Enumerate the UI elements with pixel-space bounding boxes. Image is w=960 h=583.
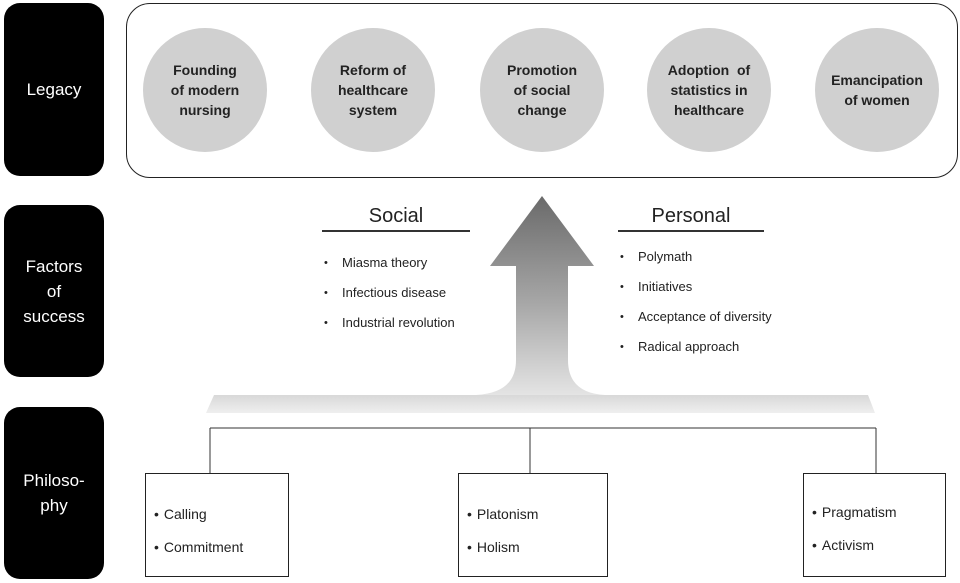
- legacy-circle-line: Founding: [173, 62, 237, 78]
- legacy-circle-line: statistics in: [670, 82, 748, 98]
- bullet: •: [467, 539, 472, 555]
- legacy-circle: Reform of healthcare system: [311, 28, 435, 152]
- personal-heading: Personal: [651, 205, 731, 227]
- list-item: Radical approach: [618, 338, 772, 368]
- philosophy-item: Platonism: [476, 506, 539, 522]
- personal-underline: [618, 230, 764, 232]
- legacy-circle-line: change: [517, 102, 567, 118]
- upward-arrow: [476, 196, 605, 395]
- legacy-circle-line: healthcare: [673, 102, 745, 118]
- legacy-circle-line: nursing: [179, 102, 231, 118]
- philosophy-box: •Pragmatism •Activism: [803, 473, 946, 577]
- list-item: •Platonism: [467, 504, 538, 537]
- philosophy-box: •Platonism •Holism: [458, 473, 608, 577]
- philosophy-item: Pragmatism: [821, 504, 897, 520]
- bullet: •: [467, 506, 472, 522]
- list-item: •Pragmatism: [812, 502, 897, 535]
- list-item: Acceptance of diversity: [618, 308, 772, 338]
- legacy-circle-line: of social: [513, 82, 571, 98]
- factors-label-line: of: [46, 281, 62, 301]
- philosophy-label-line: phy: [40, 496, 68, 515]
- philosophy-item: Calling: [163, 506, 207, 522]
- legacy-circle-line: Adoption of: [667, 62, 751, 78]
- factors-of-success-label: Factors of success: [4, 205, 104, 377]
- legacy-circle-line: of women: [844, 92, 910, 108]
- list-item: •Holism: [467, 537, 538, 570]
- legacy-circle-line: healthcare: [337, 82, 409, 98]
- bullet: •: [812, 504, 817, 520]
- bullet: •: [154, 539, 159, 555]
- legacy-circle-line: Emancipation: [831, 72, 923, 88]
- personal-factors-list: Polymath Initiatives Acceptance of diver…: [618, 248, 772, 368]
- list-item: •Calling: [154, 504, 243, 537]
- legacy-label: Legacy: [4, 3, 104, 176]
- legacy-panel: Founding of modern nursing Reform of hea…: [126, 3, 958, 178]
- social-underline: [322, 230, 470, 232]
- list-item: Miasma theory: [322, 254, 455, 284]
- philosophy-label-line: Philoso-: [23, 471, 85, 490]
- bullet: •: [154, 506, 159, 522]
- bullet: •: [812, 537, 817, 553]
- list-item: Initiatives: [618, 278, 772, 308]
- list-item: •Commitment: [154, 537, 243, 570]
- factors-label-line: success: [23, 306, 85, 326]
- legacy-circle-line: of modern: [170, 82, 240, 98]
- philosophy-item: Activism: [821, 537, 875, 553]
- factors-label-line: Factors: [25, 256, 83, 276]
- legacy-circle: Promotion of social change: [480, 28, 604, 152]
- connector-lines: [209, 427, 877, 473]
- base-platform: [206, 395, 875, 413]
- legacy-circle: Emancipation of women: [815, 28, 939, 152]
- legacy-circle-line: Promotion: [507, 62, 577, 78]
- legacy-label-line: Legacy: [26, 80, 82, 99]
- legacy-circle: Founding of modern nursing: [143, 28, 267, 152]
- legacy-circle-line: system: [348, 102, 398, 118]
- list-item: Industrial revolution: [322, 314, 455, 344]
- philosophy-label: Philoso- phy: [4, 407, 104, 579]
- social-heading: Social: [368, 205, 424, 227]
- legacy-circle-line: Reform of: [339, 62, 407, 78]
- philosophy-item: Holism: [476, 539, 520, 555]
- legacy-circle: Adoption of statistics in healthcare: [647, 28, 771, 152]
- list-item: Polymath: [618, 248, 772, 278]
- philosophy-box: •Calling •Commitment: [145, 473, 289, 577]
- list-item: Infectious disease: [322, 284, 455, 314]
- philosophy-item: Commitment: [163, 539, 244, 555]
- social-factors-list: Miasma theory Infectious disease Industr…: [322, 254, 455, 344]
- list-item: •Activism: [812, 535, 897, 568]
